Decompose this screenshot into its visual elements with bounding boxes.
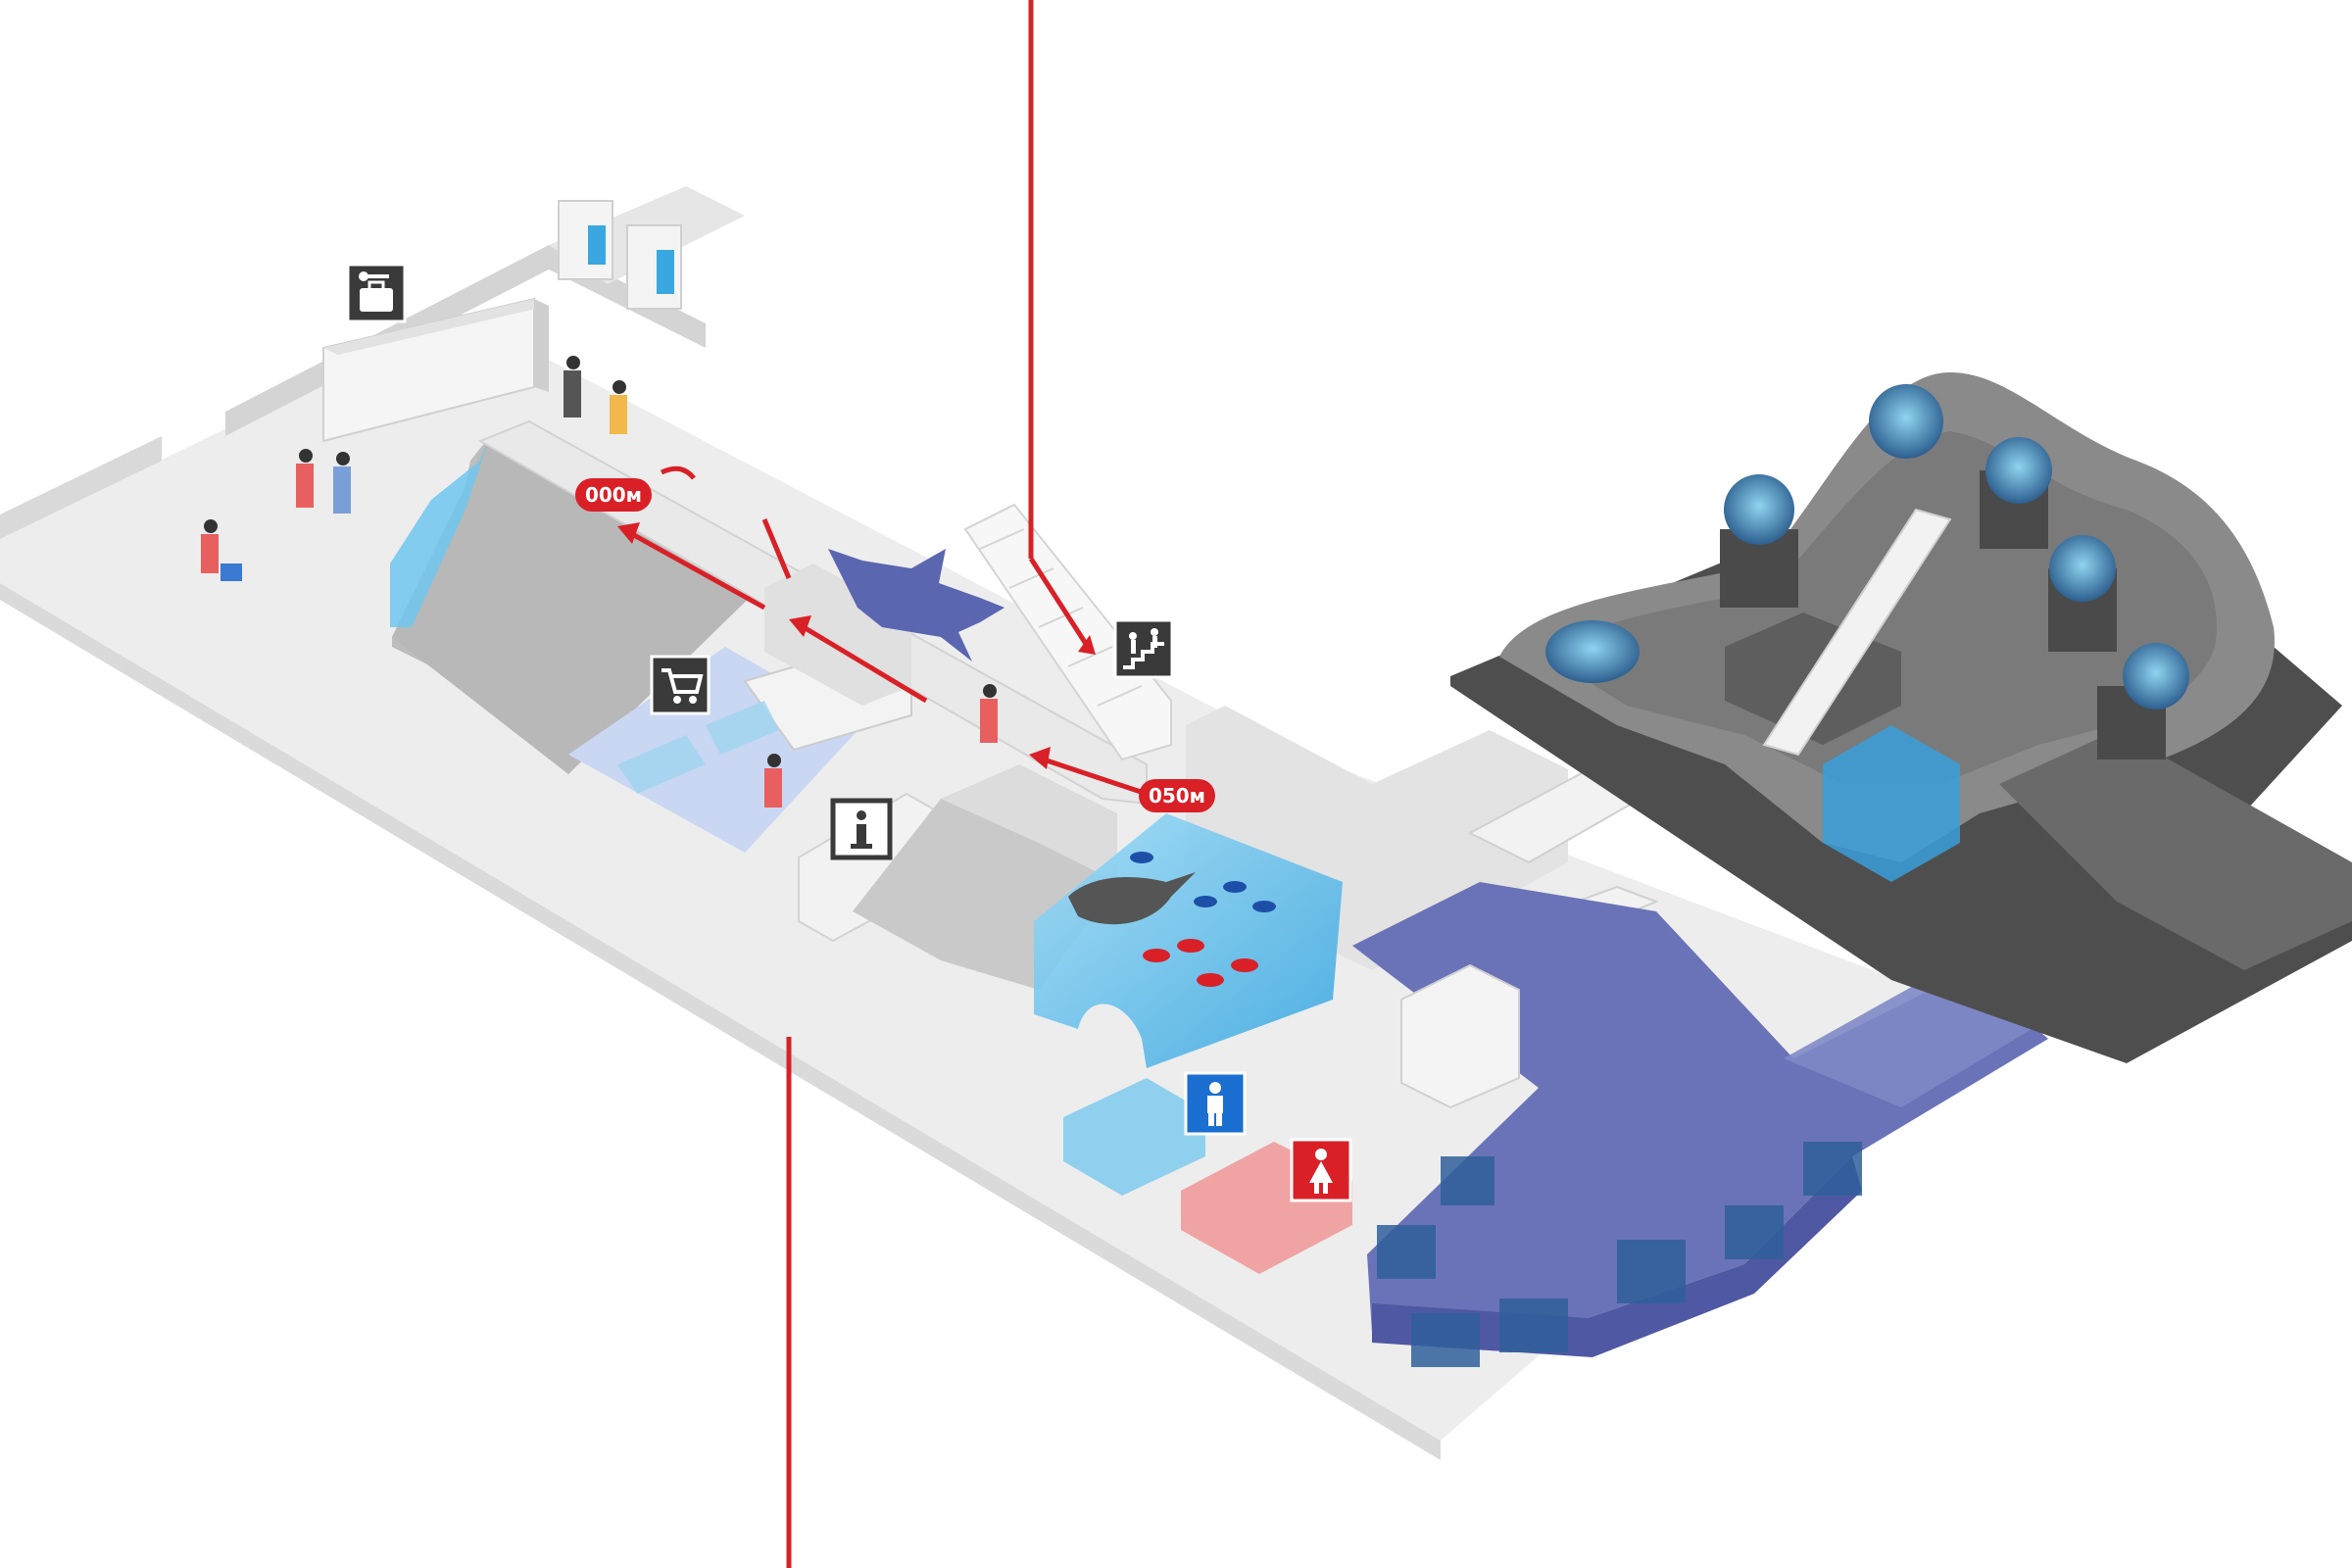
jelly-tank-3 bbox=[1985, 437, 2052, 504]
visitor-shop bbox=[764, 754, 782, 808]
jelly-tanks bbox=[1545, 384, 2189, 882]
locker-top bbox=[323, 299, 549, 355]
north-wall bbox=[0, 436, 162, 539]
fish-school bbox=[1143, 939, 1258, 987]
tank-5 bbox=[1725, 1205, 1784, 1259]
pool-room-floor bbox=[392, 436, 764, 774]
distance-marker-mid: 050м bbox=[1139, 779, 1215, 812]
locker-block bbox=[322, 297, 549, 443]
gate-1-screen bbox=[588, 225, 606, 265]
route-arrow-3 bbox=[617, 522, 640, 544]
jelly-tank-7 bbox=[1823, 725, 1960, 882]
distance-marker-mid-label: 050м bbox=[1149, 784, 1205, 808]
route-to-stairs bbox=[1028, 557, 1091, 649]
stairs-icon[interactable] bbox=[1113, 618, 1174, 679]
locker-key-icon[interactable] bbox=[346, 263, 407, 323]
aquarium-hall-floor bbox=[1352, 882, 2048, 1333]
route-arrow-1 bbox=[1029, 747, 1051, 769]
route-back-1 bbox=[1043, 757, 1148, 797]
stingray-icon bbox=[1068, 872, 1196, 925]
distance-marker-start-label: 000м bbox=[585, 483, 642, 507]
visitor-couple bbox=[296, 449, 351, 514]
jelly-staircase bbox=[1762, 508, 1952, 757]
pool-room-water bbox=[390, 436, 490, 627]
locker-side bbox=[534, 299, 549, 392]
visitors bbox=[201, 356, 998, 808]
route-turn bbox=[660, 466, 696, 480]
jelly-tank-6 bbox=[1545, 620, 1640, 683]
jelly-tank-5 bbox=[2123, 643, 2189, 710]
distance-marker-start-bg bbox=[575, 478, 652, 512]
visitor-corridor bbox=[980, 684, 998, 743]
gate-2-screen bbox=[657, 250, 674, 294]
route-arrow-stairs bbox=[1078, 635, 1096, 655]
jelly-south-corridor bbox=[1999, 730, 2352, 970]
tank-3 bbox=[1499, 1298, 1568, 1352]
tank-7 bbox=[1441, 1156, 1494, 1205]
shop-display-2 bbox=[706, 701, 779, 755]
underwater-tunnel bbox=[1034, 813, 1343, 1068]
route-arrow-2 bbox=[789, 615, 811, 637]
tank-2 bbox=[1411, 1313, 1480, 1367]
ticket-gates bbox=[558, 200, 682, 310]
route-back-3 bbox=[630, 531, 766, 611]
central-room-wall bbox=[941, 764, 1117, 882]
tank-4 bbox=[1617, 1240, 1686, 1303]
main-floor-edge bbox=[0, 583, 1441, 1460]
restroom-men-room bbox=[1063, 1078, 1205, 1196]
small-tanks bbox=[1377, 1142, 1862, 1367]
gate-2 bbox=[626, 224, 682, 310]
jelly-tank-2 bbox=[1724, 474, 1794, 545]
distance-marker-mid-bg bbox=[1139, 779, 1215, 812]
information-icon[interactable] bbox=[830, 798, 893, 860]
restroom-women-icon[interactable] bbox=[1290, 1138, 1352, 1202]
shop-area bbox=[568, 645, 912, 853]
shop-display bbox=[617, 735, 706, 794]
route-back-2 bbox=[802, 624, 928, 704]
route-stair-guide bbox=[761, 518, 792, 579]
pool-room-left bbox=[390, 436, 764, 774]
distance-marker-start: 000м bbox=[575, 478, 652, 512]
route bbox=[617, 0, 1148, 1568]
restroom-men-icon[interactable] bbox=[1184, 1071, 1247, 1136]
jelly-tank-1 bbox=[1869, 384, 1943, 459]
visitor-pair-photo bbox=[564, 356, 627, 434]
tank-1 bbox=[1377, 1225, 1436, 1279]
restroom-column bbox=[1400, 963, 1520, 1109]
tank-6 bbox=[1803, 1142, 1862, 1196]
jelly-tank-4 bbox=[2049, 535, 2116, 602]
staircase-upper bbox=[963, 503, 1172, 761]
shopping-cart-icon[interactable] bbox=[650, 655, 710, 715]
blue-fish bbox=[1130, 852, 1276, 912]
visitor-stroller bbox=[201, 519, 242, 581]
shark-icon bbox=[828, 549, 1004, 662]
